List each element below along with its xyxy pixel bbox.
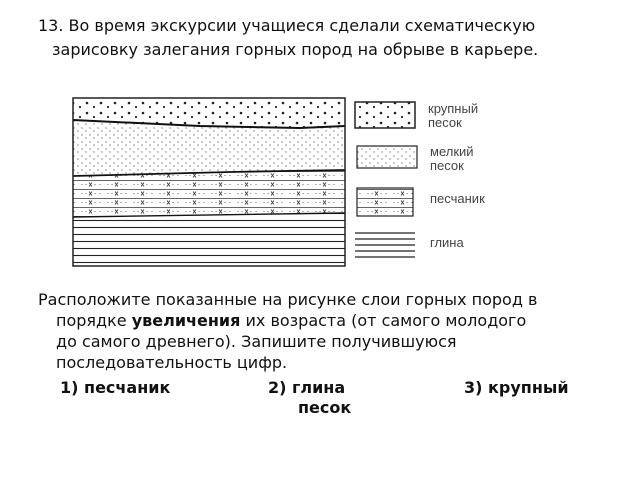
- question-line-1: 13. Во время экскурсии учащиеся сделали …: [38, 16, 536, 35]
- legend-sandstone-swatch: [356, 187, 414, 217]
- fine-sand-layer: [73, 120, 345, 176]
- task-line-2-pre: порядке: [56, 311, 132, 330]
- legend-clay-swatch: [355, 232, 415, 258]
- task-line-2: порядке увеличения их возраста (от самог…: [56, 311, 526, 331]
- cross-section: [73, 98, 345, 266]
- legend-coarse-sand-label-2: песок: [428, 115, 462, 130]
- sandstone-layer: [73, 170, 345, 217]
- legend-coarse-sand-swatch: [354, 101, 416, 129]
- task-emphasis: увеличения: [131, 311, 241, 330]
- legend-sandstone-label: песчаник: [430, 191, 485, 206]
- legend-clay-label: глина: [430, 235, 464, 250]
- option-3-line-2: песок: [298, 398, 352, 417]
- task-line-4: последовательность цифр.: [56, 353, 288, 372]
- coarse-sand-layer: [73, 98, 345, 128]
- option-3-line-1: 3) крупный: [464, 378, 569, 397]
- task-line-2-post: их возраста (от самого молодого: [240, 311, 527, 330]
- legend-fine-sand-swatch: [356, 145, 418, 169]
- legend-fine-sand-label-1: мелкий: [430, 144, 474, 159]
- legend-coarse-sand-label-1: крупный: [428, 101, 478, 116]
- task-line-1: Расположите показанные на рисунке слои г…: [38, 290, 538, 309]
- question-line-2: зарисовку залегания горных пород на обры…: [52, 40, 539, 59]
- option-2: 2) глина: [268, 378, 346, 397]
- legend-fine-sand-label-2: песок: [430, 158, 464, 173]
- task-line-3: до самого древнего). Запишите получившую…: [56, 332, 457, 351]
- option-1: 1) песчаник: [60, 378, 171, 397]
